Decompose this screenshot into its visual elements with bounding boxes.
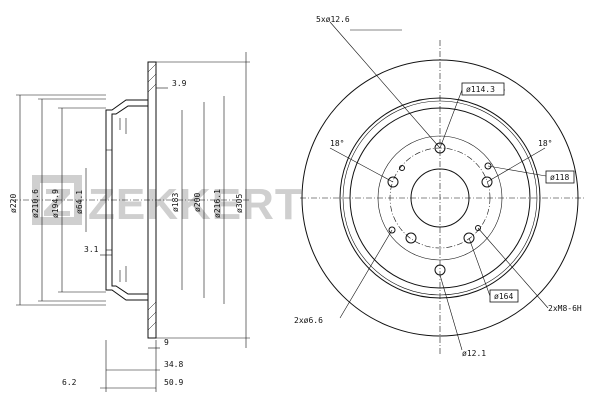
hat-edge <box>349 107 531 289</box>
callout-angle-left: 18° <box>330 139 344 148</box>
side-view: ø220 ø210.6 ø194.9 ø64.1 ø183 ø200 ø216.… <box>9 52 250 392</box>
callout-dia-114-3: ø114.3 <box>466 85 495 94</box>
wheel-bolt-holes <box>387 142 493 244</box>
centre-bore <box>410 168 470 228</box>
label-34-8: 34.8 <box>164 360 183 369</box>
label-9: 9 <box>164 338 169 347</box>
zekkert-watermark: ZEKKERT <box>32 175 303 229</box>
label-dia-183: ø183 <box>171 193 180 212</box>
label-6-2: 6.2 <box>62 378 77 387</box>
callout-2x-6-6: 2xø6.6 <box>294 316 323 325</box>
callout-angle-right: 18° <box>538 139 552 148</box>
locating-holes <box>399 165 481 231</box>
callout-dia-118: ø118 <box>550 173 569 182</box>
hat-outer <box>105 99 148 301</box>
label-3-9: 3.9 <box>172 79 187 88</box>
label-50-9: 50.9 <box>164 378 183 387</box>
disc-plate-hatching <box>147 63 157 331</box>
label-dia-200: ø200 <box>193 193 202 212</box>
hub-step <box>377 135 503 261</box>
hat-details <box>119 118 127 282</box>
front-view: 5xø12.6 ø114.3 18° 18° ø118 ø164 2xø6.6 … <box>294 15 585 358</box>
label-dia-194-9: ø194.9 <box>51 189 60 218</box>
watermark-text: ZEKKERT <box>88 180 303 229</box>
friction-ring-inner <box>342 100 538 296</box>
callout-2x-m8-6h: 2xM8-6H <box>548 304 582 313</box>
threaded-holes <box>388 162 492 234</box>
disc-plate <box>147 61 157 339</box>
label-dia-64-1: ø64.1 <box>75 190 84 214</box>
callout-5x-12-6: 5xø12.6 <box>316 15 350 24</box>
label-dia-305: ø305 <box>235 194 244 213</box>
friction-ring-outer <box>339 97 541 299</box>
disc-outer-edge <box>301 59 579 337</box>
label-dia-210-6: ø210.6 <box>31 189 40 218</box>
hat-inner <box>111 105 148 295</box>
label-dia-220: ø220 <box>9 194 18 213</box>
callout-dia-12-1: ø12.1 <box>462 349 486 358</box>
callout-dia-164: ø164 <box>494 292 513 301</box>
label-dia-216-1: ø216.1 <box>213 189 222 218</box>
label-3-1: 3.1 <box>84 245 99 254</box>
